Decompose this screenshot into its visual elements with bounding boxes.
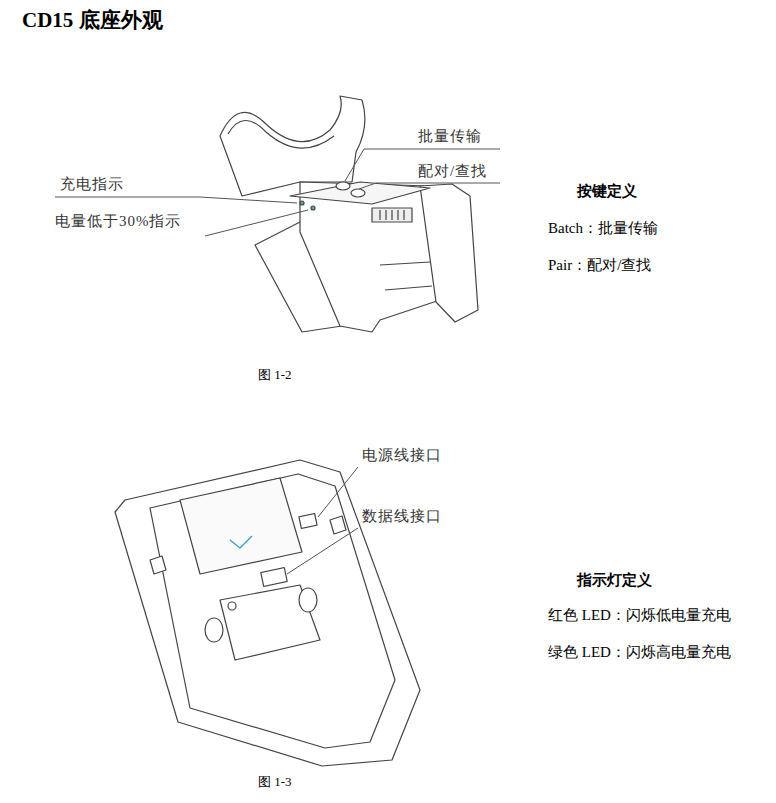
button: [336, 182, 350, 190]
leader-line: [205, 210, 308, 236]
callout-label: 电量低于30%指示: [55, 212, 182, 230]
cradle-cup: [220, 96, 365, 196]
figure-number: 图 1-3: [258, 774, 292, 790]
data-port: [261, 568, 287, 587]
outer-housing: [115, 460, 420, 766]
led: [311, 206, 315, 210]
cover-plate: [180, 478, 302, 574]
callout-label: 配对/查找: [418, 162, 487, 180]
leader-line: [359, 183, 500, 189]
cradle-bottom-view: [115, 460, 420, 766]
slot: [372, 208, 412, 222]
screw: [228, 602, 236, 610]
foot-hole: [299, 588, 317, 612]
page-title: CD15 底座外观: [22, 8, 163, 33]
plate-mark: [230, 536, 252, 548]
definition-text: 红色 LED：闪烁低电量充电: [548, 606, 731, 624]
side-wing: [420, 184, 478, 322]
section-heading: 按键定义: [577, 182, 637, 200]
callout-label: 批量传输: [418, 127, 482, 145]
top-face: [290, 182, 430, 204]
power-port: [299, 513, 317, 528]
section-heading: 指示灯定义: [577, 571, 652, 589]
bottom-edge: [380, 262, 432, 290]
leader-line: [318, 467, 358, 517]
led: [300, 201, 304, 205]
callout-label: 电源线接口: [362, 446, 442, 464]
foot-hole: [205, 618, 223, 642]
leader-line: [345, 149, 500, 181]
definition-text: Pair：配对/查找: [548, 256, 651, 274]
cup-inner: [228, 120, 334, 148]
figure-number: 图 1-2: [258, 367, 292, 383]
slot-grille: [380, 210, 404, 220]
callout-label: 充电指示: [60, 175, 124, 193]
inner-frame: [150, 474, 395, 748]
front-body: [300, 182, 440, 332]
clip: [150, 516, 346, 574]
leader-lines: [55, 149, 500, 574]
leader-line: [287, 528, 358, 574]
leader-line: [55, 197, 297, 203]
button: [351, 189, 365, 197]
definition-text: Batch：批量传输: [548, 219, 658, 237]
callout-label: 数据线接口: [362, 507, 442, 525]
cable-channel: [220, 585, 320, 660]
definition-text: 绿色 LED：闪烁高电量充电: [548, 643, 731, 661]
